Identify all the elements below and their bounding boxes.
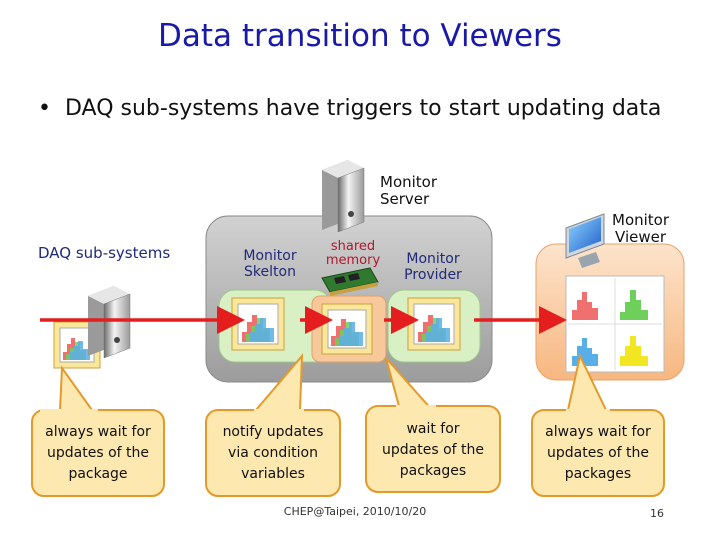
daq-callout-text: always wait for updates of the package bbox=[32, 422, 164, 485]
memory-chip-icon bbox=[321, 267, 379, 296]
shared-memory-label: shared memory bbox=[322, 240, 384, 268]
provider-callout-text: wait for updates of the packages bbox=[366, 419, 500, 482]
monitor-viewer-label: Monitor Viewer bbox=[612, 212, 669, 246]
footer-text: CHEP@Taipei, 2010/10/20 bbox=[283, 505, 427, 518]
monitor-provider-label: Monitor Provider bbox=[400, 251, 466, 283]
daq-server-tower-icon bbox=[88, 286, 131, 359]
provider-histogram-stack-icon bbox=[407, 297, 461, 351]
skelton-label-line1: Monitor bbox=[243, 248, 297, 264]
viewer-histogram-grid bbox=[565, 275, 665, 373]
provider-callout-line2: updates of the bbox=[382, 442, 484, 458]
daq-callout-line1: always wait for bbox=[45, 424, 151, 440]
skelton-callout-line3: variables bbox=[241, 466, 305, 482]
daq-callout-balloon bbox=[31, 365, 165, 497]
skelton-callout-line2: via condition bbox=[228, 445, 318, 461]
viewer-callout-line3: packages bbox=[564, 466, 632, 482]
provider-callout-line1: wait for bbox=[406, 421, 460, 437]
daq-callout-line3: package bbox=[68, 466, 128, 482]
slide-title: Data transition to Viewers bbox=[158, 18, 562, 54]
skelton-label-line2: Skelton bbox=[244, 264, 296, 280]
skelton-callout-text: notify updates via condition variables bbox=[206, 422, 340, 485]
shared-memory-histogram-stack-icon bbox=[321, 303, 373, 355]
provider-callout-balloon bbox=[365, 357, 501, 493]
provider-callout-line3: packages bbox=[399, 463, 467, 479]
viewer-monitor-icon bbox=[565, 213, 605, 268]
skelton-histogram-stack-icon bbox=[231, 297, 285, 351]
shared-memory-label-line2: memory bbox=[325, 253, 381, 268]
monitor-skelton-label: Monitor Skelton bbox=[238, 248, 302, 280]
viewer-callout-line2: updates of the bbox=[547, 445, 649, 461]
server-tower-icon bbox=[322, 160, 365, 233]
monitor-server-label: Monitor Server bbox=[380, 174, 437, 208]
daq-callout-line2: updates of the bbox=[47, 445, 149, 461]
bullet-text: DAQ sub-systems have triggers to start u… bbox=[64, 96, 662, 121]
viewer-label-line1: Monitor bbox=[612, 211, 670, 229]
provider-label-line2: Provider bbox=[404, 267, 462, 283]
viewer-callout-balloon bbox=[531, 352, 665, 497]
skelton-callout-balloon bbox=[205, 353, 341, 497]
viewer-callout-line1: always wait for bbox=[545, 424, 651, 440]
shared-memory-label-line1: shared bbox=[330, 239, 376, 254]
daq-subsystems-label: DAQ sub-systems bbox=[38, 244, 171, 262]
viewer-callout-text: always wait for updates of the packages bbox=[532, 422, 664, 485]
bullet-dot: • bbox=[38, 96, 51, 121]
bullet-item: • DAQ sub-systems have triggers to start … bbox=[38, 96, 661, 121]
provider-label-line1: Monitor bbox=[406, 251, 460, 267]
page-number: 16 bbox=[650, 507, 664, 520]
viewer-label-line2: Viewer bbox=[615, 228, 667, 246]
server-label-line2: Server bbox=[380, 190, 430, 208]
skelton-callout-line1: notify updates bbox=[222, 424, 324, 440]
server-label-line1: Monitor bbox=[380, 173, 438, 191]
